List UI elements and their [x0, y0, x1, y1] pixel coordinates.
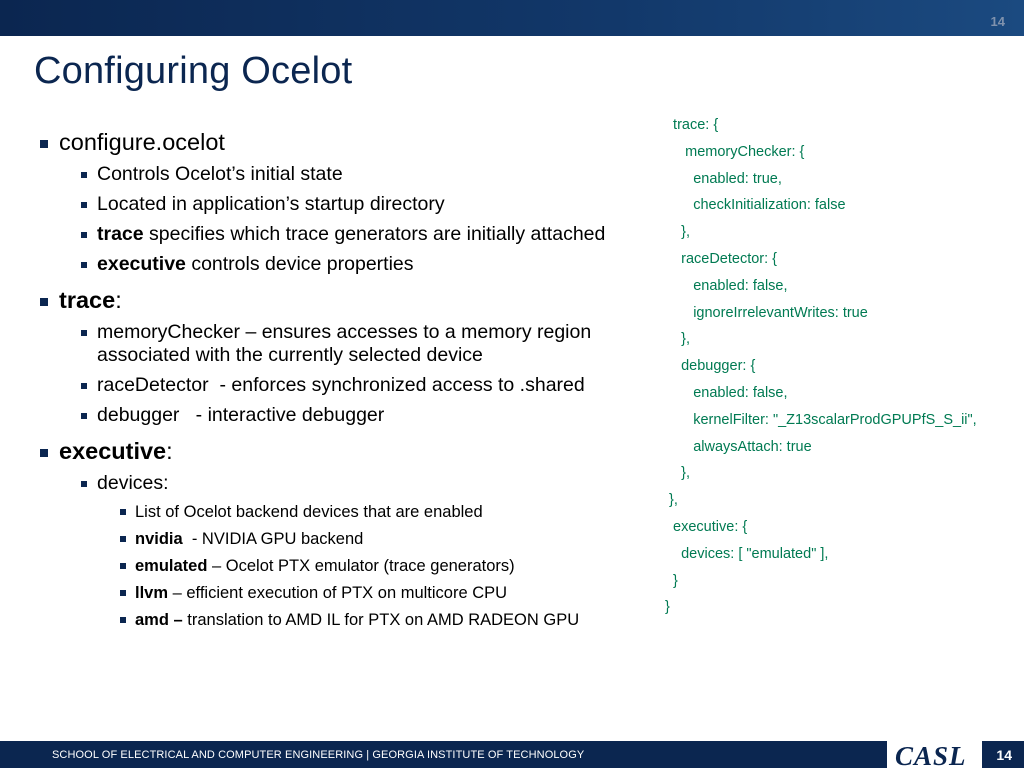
code-line: checkInitialization: false — [665, 197, 846, 214]
code-line: }, — [665, 224, 690, 241]
square-bullet-icon — [81, 413, 87, 419]
bullet-item-level-3: llvm – efficient execution of PTX on mul… — [40, 583, 620, 603]
code-line: } — [665, 572, 678, 589]
square-bullet-icon — [81, 330, 87, 336]
code-line: }, — [665, 492, 678, 509]
square-bullet-icon — [81, 481, 87, 487]
bullet-item-level-3: List of Ocelot backend devices that are … — [40, 502, 620, 522]
config-code-block: trace: { memoryChecker: { enabled: true,… — [665, 112, 977, 621]
casl-logo: CASL — [887, 741, 982, 771]
code-line: }, — [665, 331, 690, 348]
code-line: } — [665, 599, 670, 616]
bullet-bold-text: emulated — [135, 557, 208, 575]
bullet-bold-text: trace — [97, 223, 144, 245]
code-line: trace: { — [665, 117, 719, 133]
square-bullet-icon — [120, 536, 126, 542]
bullet-bold-text: trace — [59, 287, 116, 313]
footer-page-number: 14 — [996, 747, 1012, 763]
bullet-text: : — [115, 287, 122, 313]
footer-institution-text: SCHOOL OF ELECTRICAL AND COMPUTER ENGINE… — [52, 749, 585, 761]
code-line: enabled: true, — [665, 170, 782, 187]
bullet-item-level-3: nvidia - NVIDIA GPU backend — [40, 529, 620, 549]
square-bullet-icon — [40, 298, 48, 306]
square-bullet-icon — [81, 202, 87, 208]
bullet-bold-text: executive — [59, 438, 167, 464]
top-header-bar: 14 — [0, 0, 1024, 36]
code-line: alwaysAttach: true — [665, 438, 812, 455]
square-bullet-icon — [120, 617, 126, 623]
bullet-bold-text: nvidia — [135, 530, 183, 548]
code-line: raceDetector: { — [665, 250, 778, 267]
bullet-text: raceDetector - enforces synchronized acc… — [97, 374, 585, 396]
code-line: enabled: false, — [665, 384, 788, 401]
footer-bar: SCHOOL OF ELECTRICAL AND COMPUTER ENGINE… — [0, 741, 1024, 771]
bullet-item-level-2: raceDetector - enforces synchronized acc… — [40, 374, 620, 397]
code-line: ignoreIrrelevantWrites: true — [665, 304, 868, 321]
bullet-text: – Ocelot PTX emulator (trace generators) — [207, 557, 515, 575]
code-line: memoryChecker: { — [665, 143, 805, 160]
code-line: debugger: { — [665, 358, 756, 375]
bullet-text: debugger - interactive debugger — [97, 404, 385, 426]
code-line: kernelFilter: "_Z13scalarProdGPUPfS_S_ii… — [665, 411, 977, 428]
header-page-number: 14 — [990, 14, 1005, 29]
code-line: enabled: false, — [665, 277, 788, 294]
square-bullet-icon — [81, 232, 87, 238]
slide-title: Configuring Ocelot — [34, 50, 353, 92]
square-bullet-icon — [81, 262, 87, 268]
bullet-text: translation to AMD IL for PTX on AMD RAD… — [182, 611, 580, 629]
bullet-text: specifies which trace generators are ini… — [143, 223, 606, 245]
code-line: executive: { — [665, 518, 748, 535]
square-bullet-icon — [40, 449, 48, 457]
bullet-text: List of Ocelot backend devices that are … — [135, 503, 483, 521]
bullet-item-level-1: executive: — [40, 437, 620, 465]
bullet-item-level-2: devices: — [40, 472, 620, 495]
bullet-text: Located in application’s startup directo… — [97, 193, 445, 215]
square-bullet-icon — [120, 590, 126, 596]
bullet-item-level-1: trace: — [40, 286, 620, 314]
square-bullet-icon — [81, 383, 87, 389]
bullet-item-level-2: debugger - interactive debugger — [40, 404, 620, 427]
bullet-item-level-2: trace specifies which trace generators a… — [40, 223, 620, 246]
casl-logo-text: CASL — [895, 741, 967, 771]
bullet-text: - NVIDIA GPU backend — [182, 530, 364, 548]
bullet-bold-text: amd – — [135, 611, 183, 629]
bullet-text: Controls Ocelot’s initial state — [97, 163, 343, 185]
bullet-text: configure.ocelot — [59, 129, 225, 155]
bullet-item-level-2: Controls Ocelot’s initial state — [40, 163, 620, 186]
bullet-item-level-2: executive controls device properties — [40, 253, 620, 276]
bullet-item-level-3: emulated – Ocelot PTX emulator (trace ge… — [40, 556, 620, 576]
code-line: }, — [665, 465, 690, 482]
square-bullet-icon — [120, 563, 126, 569]
bullet-item-level-1: configure.ocelot — [40, 128, 620, 156]
bullet-text: controls device properties — [185, 253, 414, 275]
code-line: devices: [ "emulated" ], — [665, 545, 829, 562]
square-bullet-icon — [40, 140, 48, 148]
bullet-item-level-3: amd – translation to AMD IL for PTX on A… — [40, 610, 620, 630]
bullet-text: devices: — [97, 472, 169, 494]
bullet-text: memoryChecker – ensures accesses to a me… — [97, 321, 597, 366]
bullet-item-level-2: Located in application’s startup directo… — [40, 193, 620, 216]
bullet-text: – efficient execution of PTX on multicor… — [168, 584, 508, 602]
square-bullet-icon — [81, 172, 87, 178]
square-bullet-icon — [120, 509, 126, 515]
bullet-bold-text: llvm — [135, 584, 169, 602]
bullet-text: : — [166, 438, 173, 464]
bullet-item-level-2: memoryChecker – ensures accesses to a me… — [40, 321, 620, 367]
bullet-bold-text: executive — [97, 253, 186, 275]
